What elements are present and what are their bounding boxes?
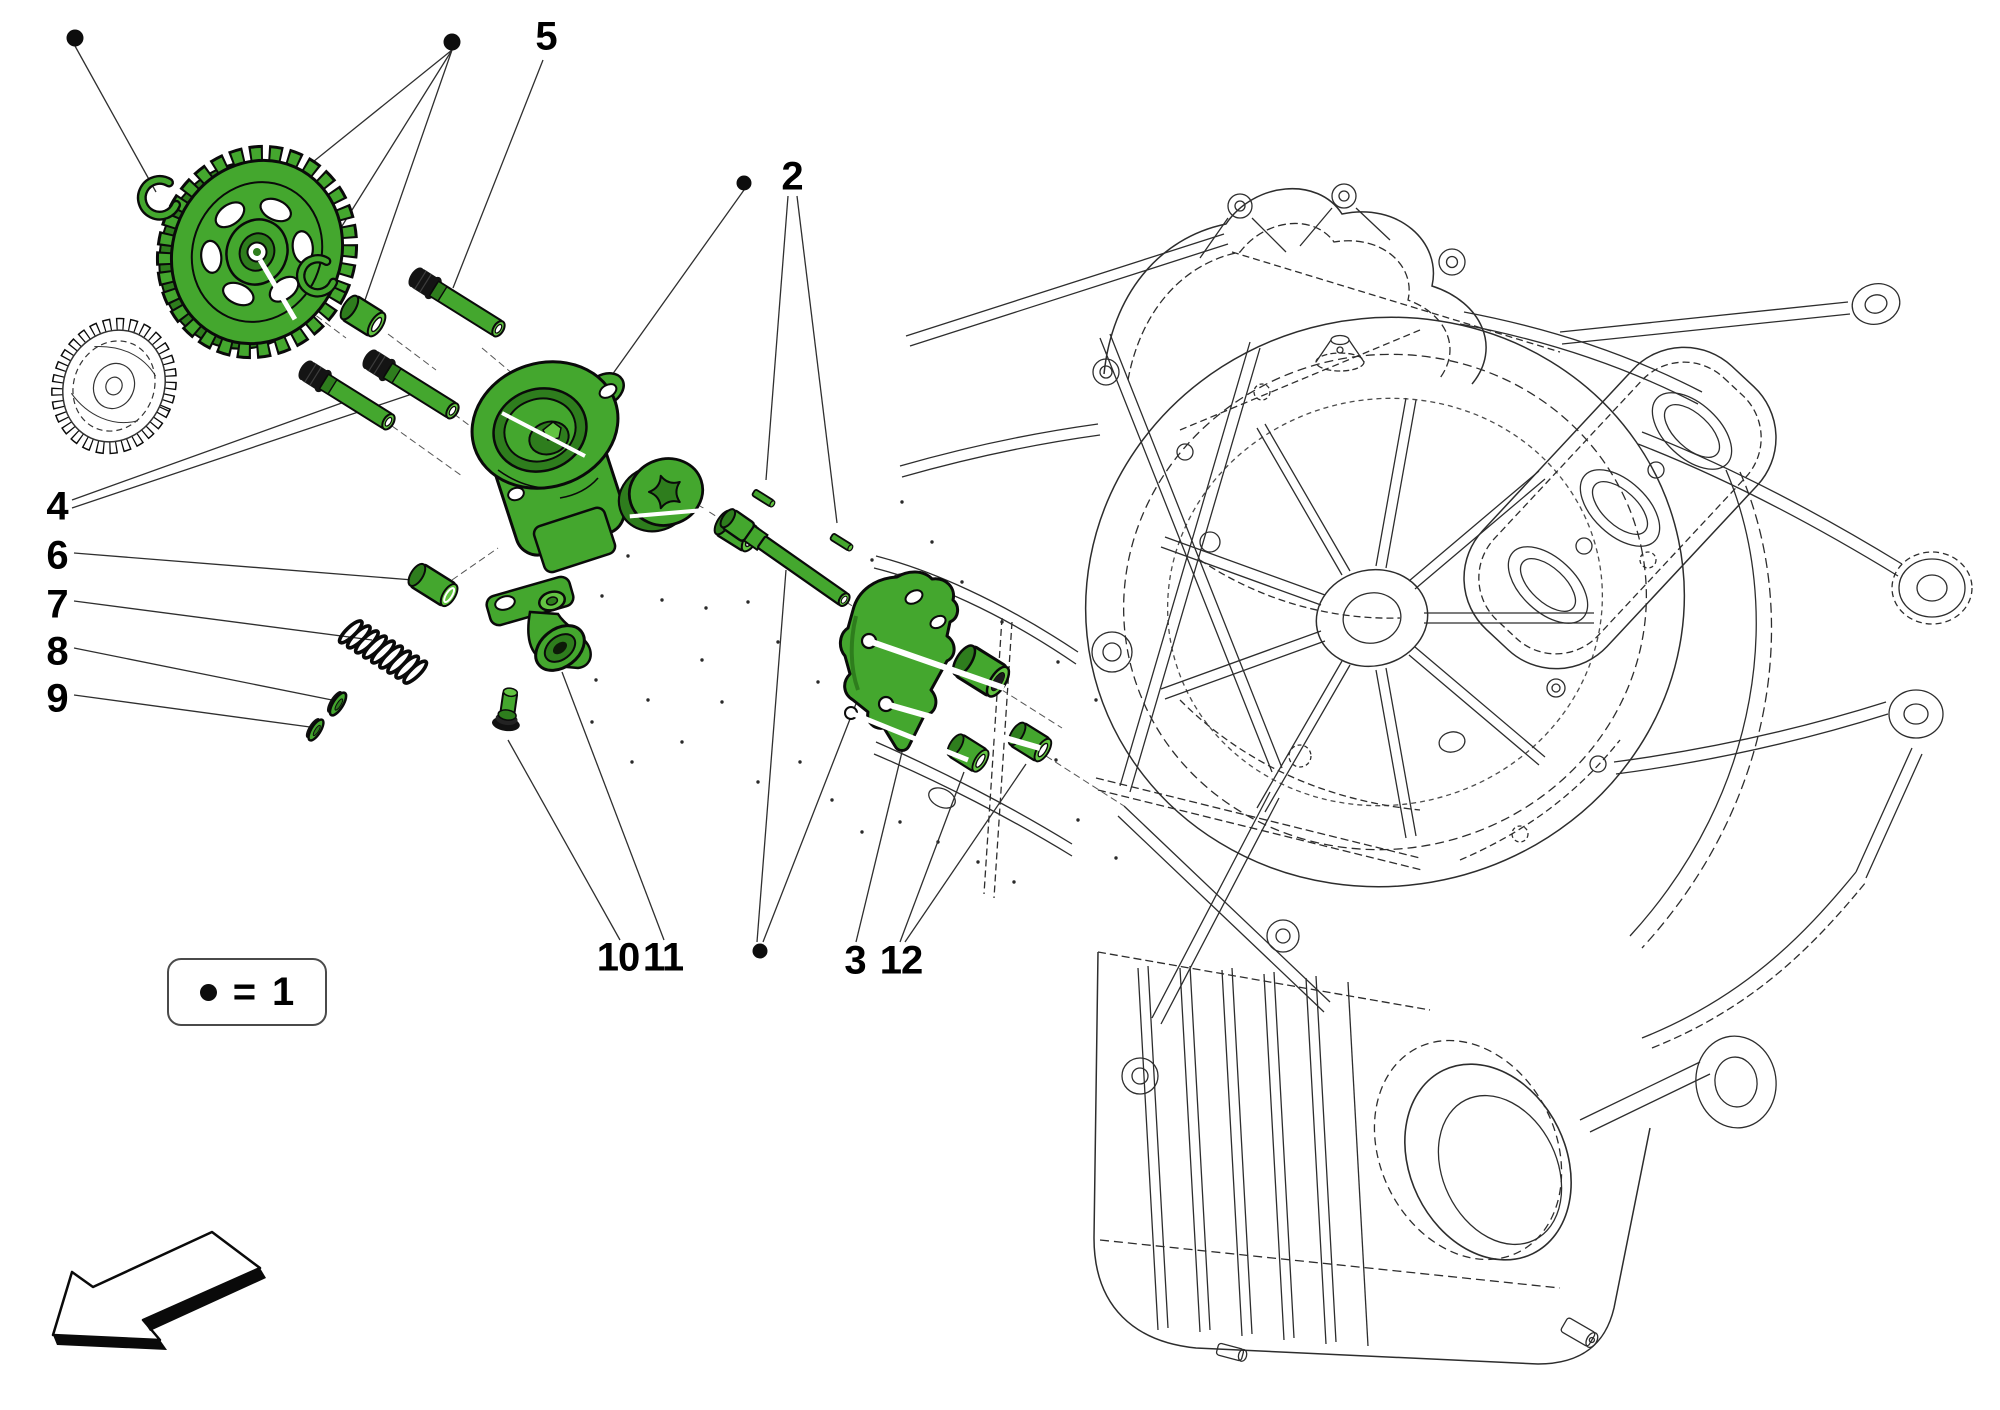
oil-pump-body [470, 360, 626, 574]
dowel-pin-1 [750, 488, 777, 509]
housing-top-brackets [1103, 183, 1703, 431]
housing-sump [1093, 951, 1651, 1365]
bolt-5 [403, 262, 511, 344]
legend-box: = 1 [167, 958, 327, 1026]
callout-8: 8 [46, 629, 68, 674]
spacer-bushing-1 [335, 291, 391, 341]
callout-2: 2 [781, 154, 803, 199]
legend-quantity-value: 1 [272, 970, 295, 1014]
relief-valve-piston [407, 562, 459, 608]
circlip-1 [139, 178, 178, 219]
oil-pump-drive-gear [155, 144, 359, 360]
quantity-dot-2 [443, 33, 461, 51]
callout-4: 4 [46, 484, 68, 529]
pump-drive-shaft [719, 508, 851, 608]
legend-quantity-dot-icon [199, 983, 217, 1001]
gearbox-housing-wireframe [873, 183, 1973, 1365]
quantity-dot-4 [752, 943, 768, 959]
callout-12: 12 [879, 938, 923, 983]
pump-rotor [617, 457, 718, 533]
housing-spokes [1160, 397, 1594, 839]
callout-11: 11 [642, 935, 684, 980]
spring-seat-washer [322, 687, 351, 719]
flange-screw [491, 687, 520, 732]
housing-left-arms [873, 233, 1229, 899]
driven-gear-wireframe [51, 317, 177, 455]
callout-9: 9 [46, 676, 68, 721]
callout-3: 3 [844, 938, 866, 983]
direction-arrow [51, 1230, 266, 1350]
housing-left-struts [1091, 333, 1423, 1095]
housing-clutch-bore [1215, 1035, 1777, 1362]
callout-5: 5 [535, 14, 557, 59]
speckle-dots [564, 500, 1118, 884]
valve-seat-washer [301, 714, 328, 744]
pump-cover-plate [839, 570, 1041, 763]
housing-side-arms [1559, 283, 1973, 1049]
oil-pickup [485, 575, 592, 672]
leader-lines [71, 45, 1027, 943]
dowel-pin-2 [828, 532, 855, 553]
callout-7: 7 [46, 582, 68, 627]
legend-equals-sign: = [232, 970, 257, 1014]
housing-bell-flange [1084, 316, 1686, 888]
callout-10: 10 [596, 935, 640, 980]
relief-valve-spring [337, 619, 429, 685]
quantity-dot-3 [736, 175, 752, 191]
quantity-dots [66, 29, 768, 959]
housing-casting-details [1179, 531, 1621, 861]
housing-port-face [1463, 346, 1777, 670]
callout-6: 6 [46, 533, 68, 578]
quantity-dot-1 [66, 29, 84, 47]
